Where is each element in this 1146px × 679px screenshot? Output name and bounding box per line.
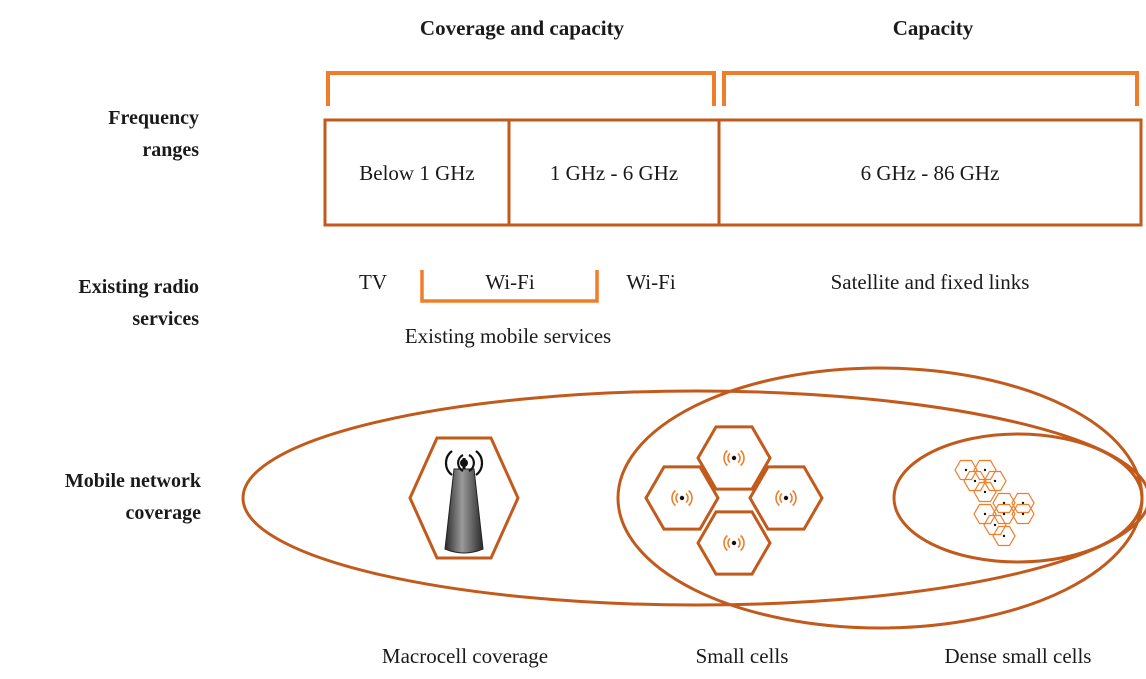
hexagon-cell-icon [963,470,987,492]
service-tv: TV [359,270,387,294]
hexagon-cell-icon [973,503,997,525]
svg-text:ranges: ranges [142,139,199,161]
hexagon-cell-icon [992,503,1016,525]
hexagon-cell-icon [1011,492,1035,514]
signal-cell-icon [671,489,693,507]
macrocell-ellipse [241,389,1146,607]
label-dense-small-cells: Dense small cells [945,644,1092,668]
signal-cell-icon [723,534,745,552]
service-wifi: Wi-Fi [626,270,675,294]
hexagon-cell-icon [954,459,978,481]
small-cells-ellipse [616,366,1144,630]
small-cell-hexagon [696,510,772,576]
small-cell-hexagon [644,465,720,531]
small-cells-cluster [644,425,824,576]
dense-cells-cluster [954,459,1035,547]
signal-cell-icon [775,489,797,507]
coverage-ellipses [241,366,1146,630]
row-label-mobile-coverage: Mobile network coverage [65,470,202,524]
service-satellite: Satellite and fixed links [831,270,1030,294]
band-label-6-86ghz: 6 GHz - 86 GHz [861,161,1000,185]
macrocell-hexagon [408,436,520,560]
hexagon-cell-icon [973,481,997,503]
bracket-coverage-capacity [326,71,716,106]
label-macrocell-coverage: Macrocell coverage [382,644,548,668]
service-mobile: Existing mobile services [405,324,611,348]
row-label-radio-services: Existing radio services [78,276,199,330]
hexagon-cell-icon [992,525,1016,547]
svg-text:Mobile network: Mobile network [65,470,202,492]
small-cell-hexagon [748,465,824,531]
header-coverage-capacity: Coverage and capacity [420,16,625,40]
small-cell-hexagon [696,425,772,491]
header-capacity: Capacity [893,16,974,40]
bracket-capacity [722,71,1139,106]
row-label-frequency: Frequency ranges [108,107,199,161]
hexagon-cell-icon [992,492,1016,514]
label-small-cells: Small cells [696,644,789,668]
hexagon-cell-icon [983,514,1007,536]
svg-text:coverage: coverage [125,502,201,524]
svg-text:Frequency: Frequency [108,107,199,129]
dense-cells-ellipse [892,432,1144,564]
antenna-tower-icon [444,450,484,554]
wifi-bracket [420,270,599,303]
hexagon-cell-icon [983,470,1007,492]
band-label-below-1ghz: Below 1 GHz [359,161,474,185]
svg-text:services: services [132,308,199,330]
signal-cell-icon [723,449,745,467]
radio-services: TV Wi-Fi Wi-Fi Satellite and fixed links… [359,270,1029,348]
hexagon-cell-icon [973,459,997,481]
frequency-bands: Below 1 GHz 1 GHz - 6 GHz 6 GHz - 86 GHz [323,118,1143,227]
hexagon-cell-icon [1011,503,1035,525]
band-box-6-86ghz [717,118,1143,227]
service-wifi-bracket: Wi-Fi [485,270,534,294]
band-label-1-6ghz: 1 GHz - 6 GHz [550,161,678,185]
svg-text:Existing radio: Existing radio [78,276,199,298]
